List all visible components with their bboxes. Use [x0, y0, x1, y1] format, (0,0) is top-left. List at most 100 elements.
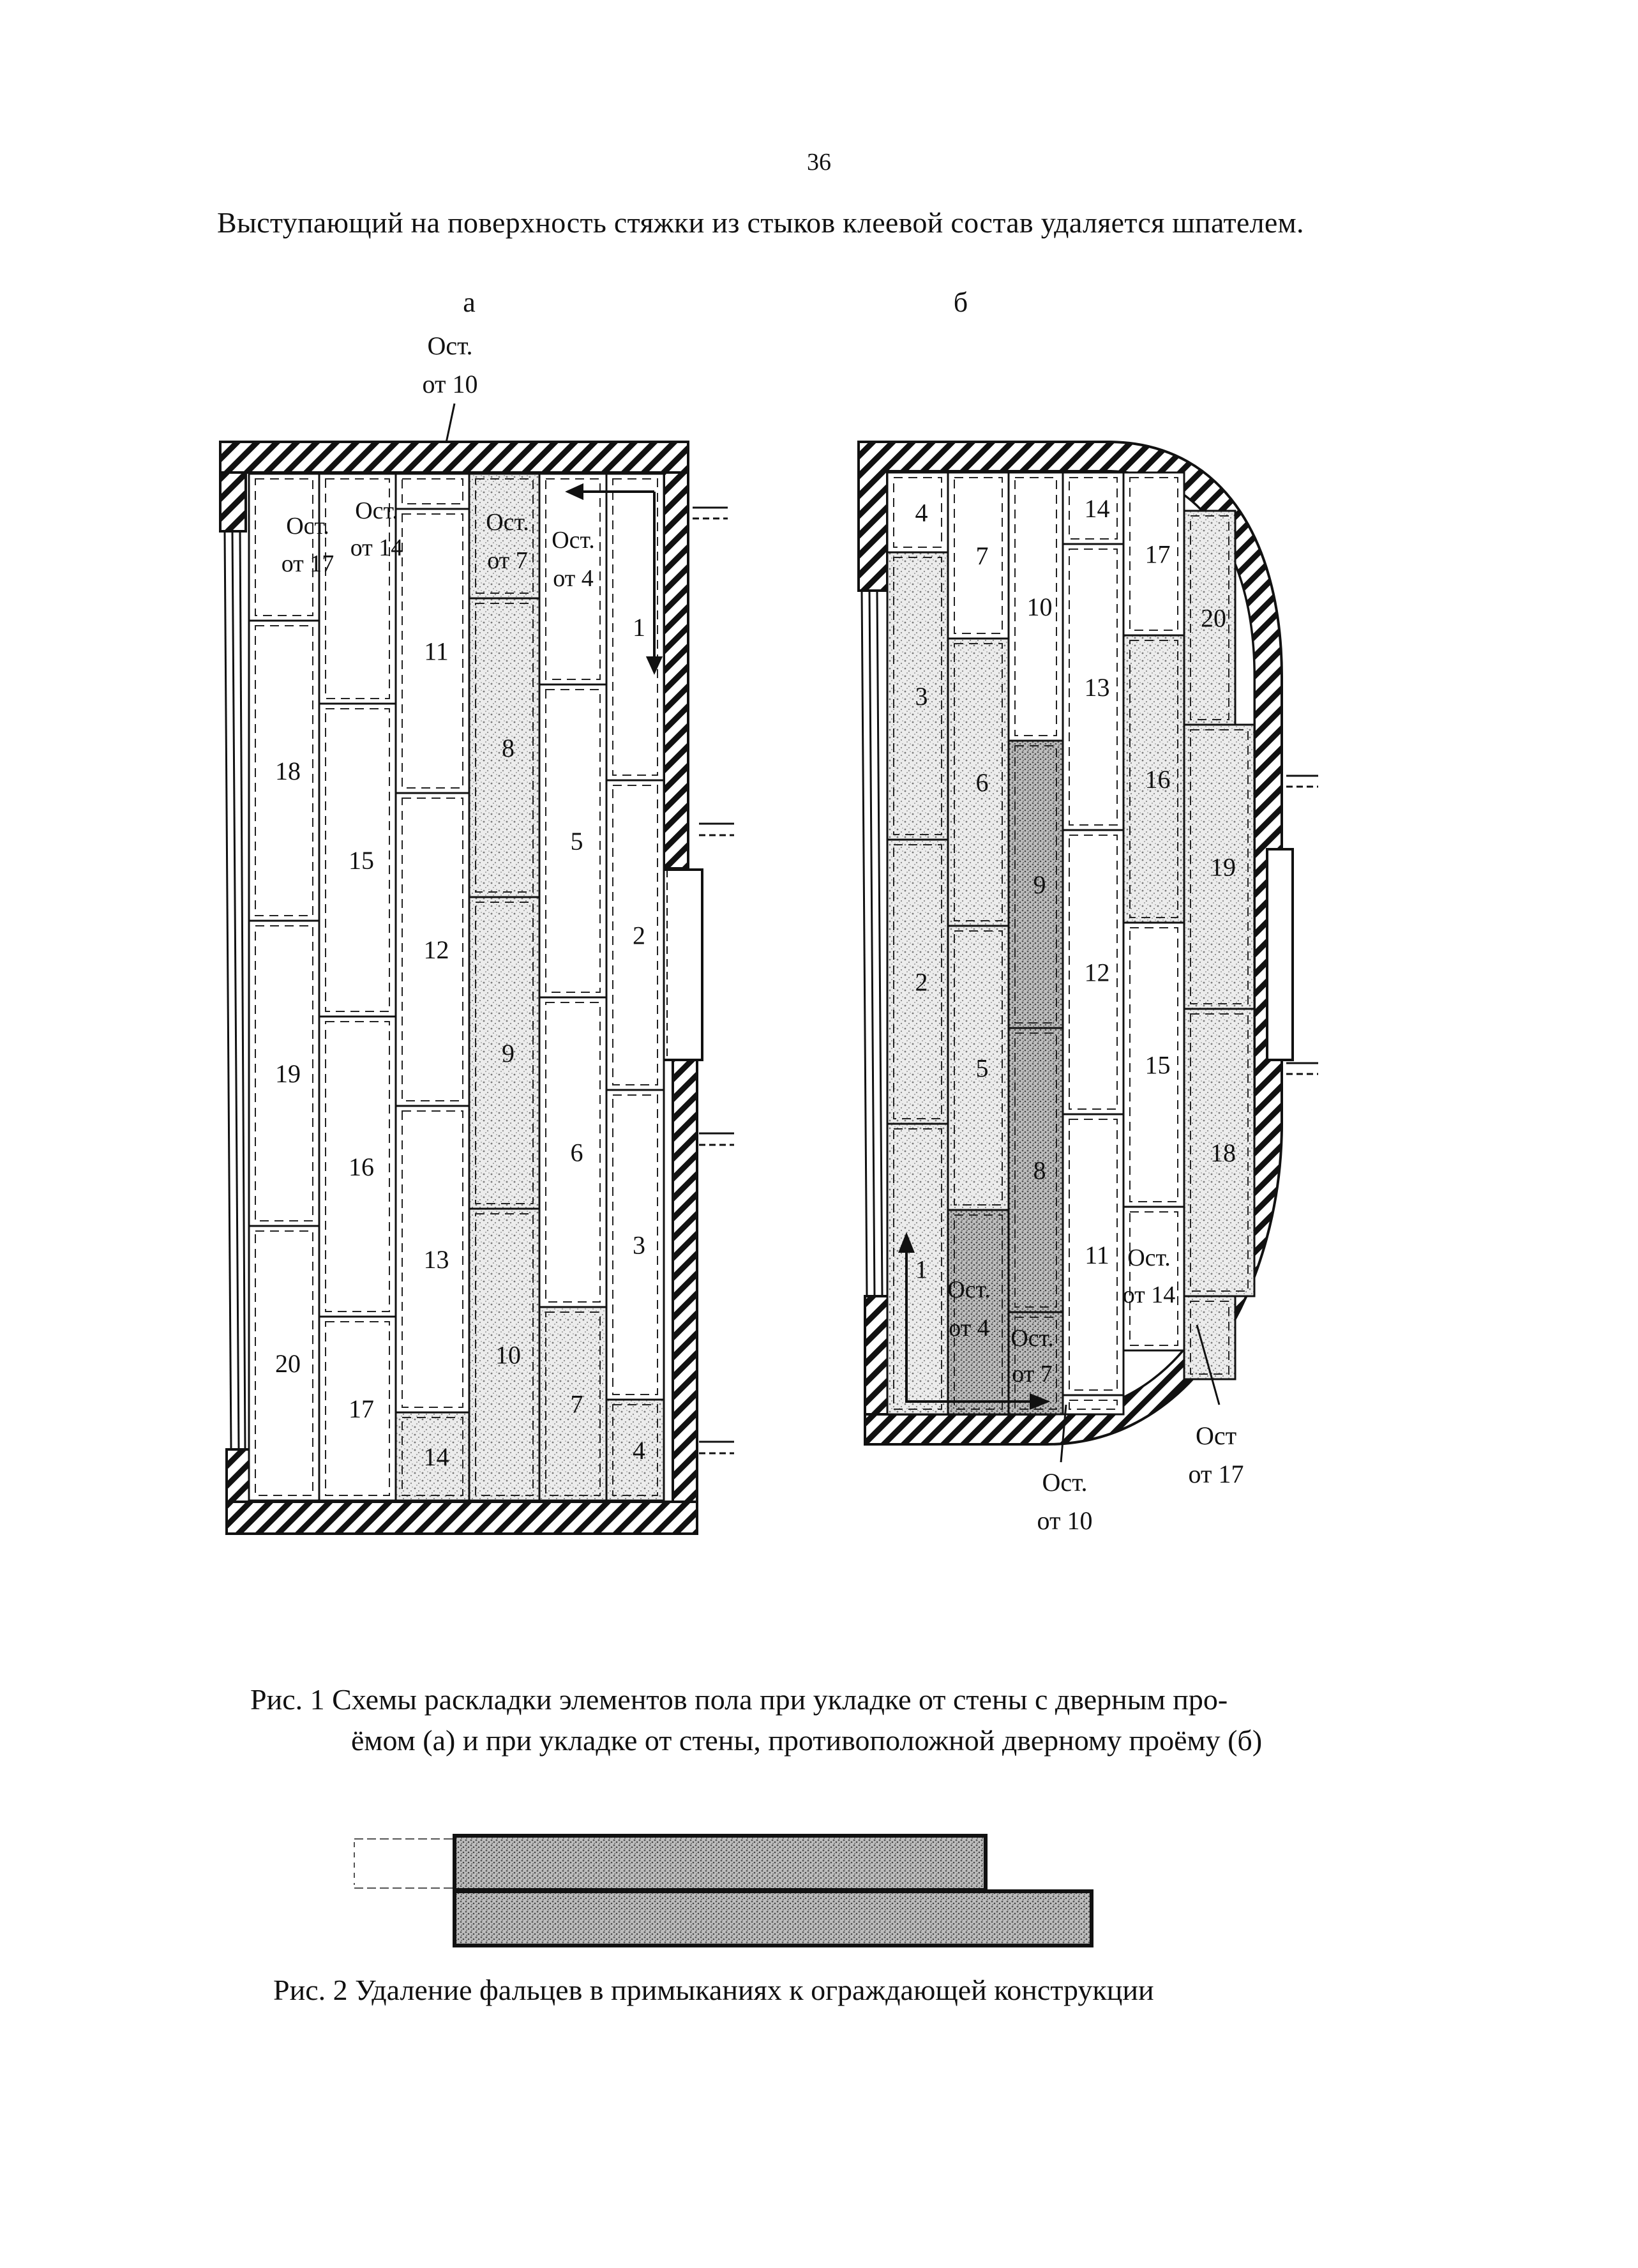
panel-b-board-label-4: 4 — [915, 499, 928, 527]
panel-b-board-label-13: 13 — [1085, 673, 1110, 702]
panel-b-board-rebate-b18 — [1190, 1013, 1249, 1292]
panel-a-board-rebate-a4 — [612, 1404, 658, 1496]
figure-2-lower-board — [453, 1889, 1093, 1947]
panel-b-callout-17-line2: от 17 — [1189, 1460, 1244, 1488]
panel-b-board-b2 — [886, 838, 949, 1125]
panel-a-board-rebate-a14 — [402, 1417, 463, 1496]
panel-a-board-label-12: 12 — [424, 935, 449, 964]
panel-b-board-rebate-b-r17 — [1190, 1301, 1229, 1375]
panel-a-board-label-15: 15 — [349, 846, 374, 875]
panel-a-board-a13 — [394, 1105, 470, 1414]
panel-a-board-rebate-a10 — [475, 1213, 534, 1496]
panel-a-board-label-13: 13 — [424, 1245, 449, 1274]
panel-a-board-rebate-a-r14 — [325, 478, 390, 699]
panel-b-callout-10-line1: Ост. — [1042, 1468, 1087, 1497]
panel-a-board-a4 — [605, 1398, 665, 1502]
panel-b-board-b20 — [1183, 510, 1236, 726]
panel-a-board-rebate-a5 — [545, 689, 601, 993]
panel-a-board-label-4: 4 — [633, 1436, 645, 1465]
panel-a-board-label-18: 18 — [275, 757, 301, 785]
panel-a-board-rebate-a1 — [612, 478, 658, 776]
panel-b-board-rebate-b-r4 — [954, 1214, 1003, 1410]
panel-a-label: а — [463, 287, 476, 318]
panel-a-board-rebate-a-r7 — [475, 478, 534, 594]
panel-a-board-a17 — [318, 1315, 397, 1502]
figure-1-caption-line1: Рис. 1 Схемы раскладки элементов пола пр… — [250, 1683, 1228, 1716]
figure-1-caption-line2: ёмом (а) и при укладке от стены, противо… — [351, 1724, 1263, 1757]
panel-b-callout-17-leader — [1196, 1324, 1221, 1405]
panel-b-board-rebate-b12 — [1069, 835, 1118, 1110]
panel-a-board-label-1: 1 — [633, 613, 645, 642]
panel-b-remnant-4-line1: Ост. — [947, 1276, 991, 1303]
panel-b-board-label-6: 6 — [976, 768, 989, 797]
panel-b-board-label-20: 20 — [1201, 604, 1226, 633]
panel-a-wall-right-lower — [672, 1059, 698, 1503]
panel-b-board-b7 — [947, 471, 1010, 640]
panel-a-board-rebate-a16 — [325, 1021, 390, 1312]
panel-b-board-rebate-b11 — [1069, 1119, 1118, 1391]
panel-a-board-label-17: 17 — [349, 1395, 374, 1423]
panel-b-board-label-7: 7 — [976, 541, 989, 570]
panel-a-wall-right-upper — [663, 471, 689, 870]
figure-2-caption: Рис. 2 Удаление фальцев в примыканиях к … — [273, 1974, 1154, 2006]
panel-a-board-a6 — [538, 996, 608, 1308]
panel-b-board-b6 — [947, 637, 1010, 927]
panel-a-board-label-6: 6 — [571, 1138, 583, 1167]
panel-b-window-niche — [1266, 848, 1294, 1061]
panel-a-remnant-4-line2: от 4 — [553, 565, 594, 592]
intro-paragraph: Выступающий на поверхность стяжки из сты… — [217, 206, 1304, 239]
panel-a-board-rebate-a7 — [545, 1312, 601, 1496]
panel-a-board-a20 — [248, 1225, 320, 1502]
figure-1-caption: Рис. 1 Схемы раскладки элементов пола пр… — [250, 1679, 1262, 1761]
panel-b-board-b8 — [1007, 1027, 1064, 1313]
figure-2-upper-board — [453, 1834, 988, 1892]
panel-a-board-rebate-a13 — [402, 1110, 463, 1408]
panel-b-direction-arrow — [898, 1232, 1051, 1410]
panel-a-board-a14 — [394, 1411, 470, 1502]
panel-a-board-a15 — [318, 702, 397, 1018]
panel-b-remnant-14-line2: от 14 — [1123, 1281, 1176, 1308]
panel-b-board-label-2: 2 — [915, 968, 928, 997]
panel-b-board-label-3: 3 — [915, 682, 928, 711]
panel-a-wall-top — [219, 441, 689, 474]
panel-a-board-label-9: 9 — [502, 1039, 515, 1068]
panel-b-board-rebate-b17 — [1129, 477, 1178, 631]
panel-b-callout-17-line1: Ост — [1196, 1421, 1236, 1450]
panel-b-board-rebate-b14 — [1069, 477, 1118, 540]
panel-b-board-b10 — [1007, 471, 1064, 742]
panel-b-board-rebate-b7 — [954, 477, 1003, 634]
panel-b-board-label-14: 14 — [1085, 494, 1110, 523]
panel-b-label: б — [954, 287, 968, 318]
panel-b-board-rebate-b-r14 — [1129, 1211, 1178, 1346]
panel-a-remnant-14-line2: от 14 — [350, 534, 403, 561]
panel-a-window-niche — [656, 868, 703, 1061]
panel-b-board-b-r10 — [1062, 1394, 1125, 1416]
panel-a-board-rebate-a17 — [325, 1321, 390, 1496]
panel-b-board-label-12: 12 — [1085, 958, 1110, 987]
panel-a-board-a3 — [605, 1089, 665, 1401]
panel-a-board-label-10: 10 — [495, 1341, 521, 1370]
panel-a-board-a-r7 — [468, 472, 541, 600]
panel-b-board-rebate-b20 — [1190, 515, 1229, 720]
panel-b-door-opening — [860, 590, 883, 1297]
panel-b-board-label-9: 9 — [1033, 870, 1046, 899]
panel-a-board-rebate-a8 — [475, 603, 534, 893]
panel-b-board-rebate-b2 — [893, 844, 942, 1119]
panel-b-remnant-7-line1: Ост. — [1011, 1325, 1054, 1352]
figure-2-removed-rebate — [354, 1838, 453, 1889]
panel-a-board-label-20: 20 — [275, 1349, 301, 1378]
panel-b-board-rebate-b5 — [954, 930, 1003, 1206]
panel-b-board-b19 — [1183, 723, 1256, 1010]
panel-b-remnant-4-line2: от 4 — [949, 1315, 989, 1342]
panel-b-board-label-15: 15 — [1145, 1051, 1171, 1080]
panel-b-board-label-19: 19 — [1210, 853, 1236, 882]
panel-b-board-b-r14 — [1122, 1206, 1185, 1352]
panel-b-board-label-1: 1 — [915, 1255, 928, 1284]
panel-a-board-label-7: 7 — [571, 1390, 583, 1419]
panel-a-board-label-14: 14 — [424, 1442, 449, 1471]
panel-b-board-label-18: 18 — [1210, 1138, 1236, 1167]
panel-b-board-rebate-b-r7 — [1014, 1317, 1057, 1410]
panel-a-board-a10 — [468, 1207, 541, 1502]
panel-a-board-rebate-a11 — [402, 513, 463, 789]
